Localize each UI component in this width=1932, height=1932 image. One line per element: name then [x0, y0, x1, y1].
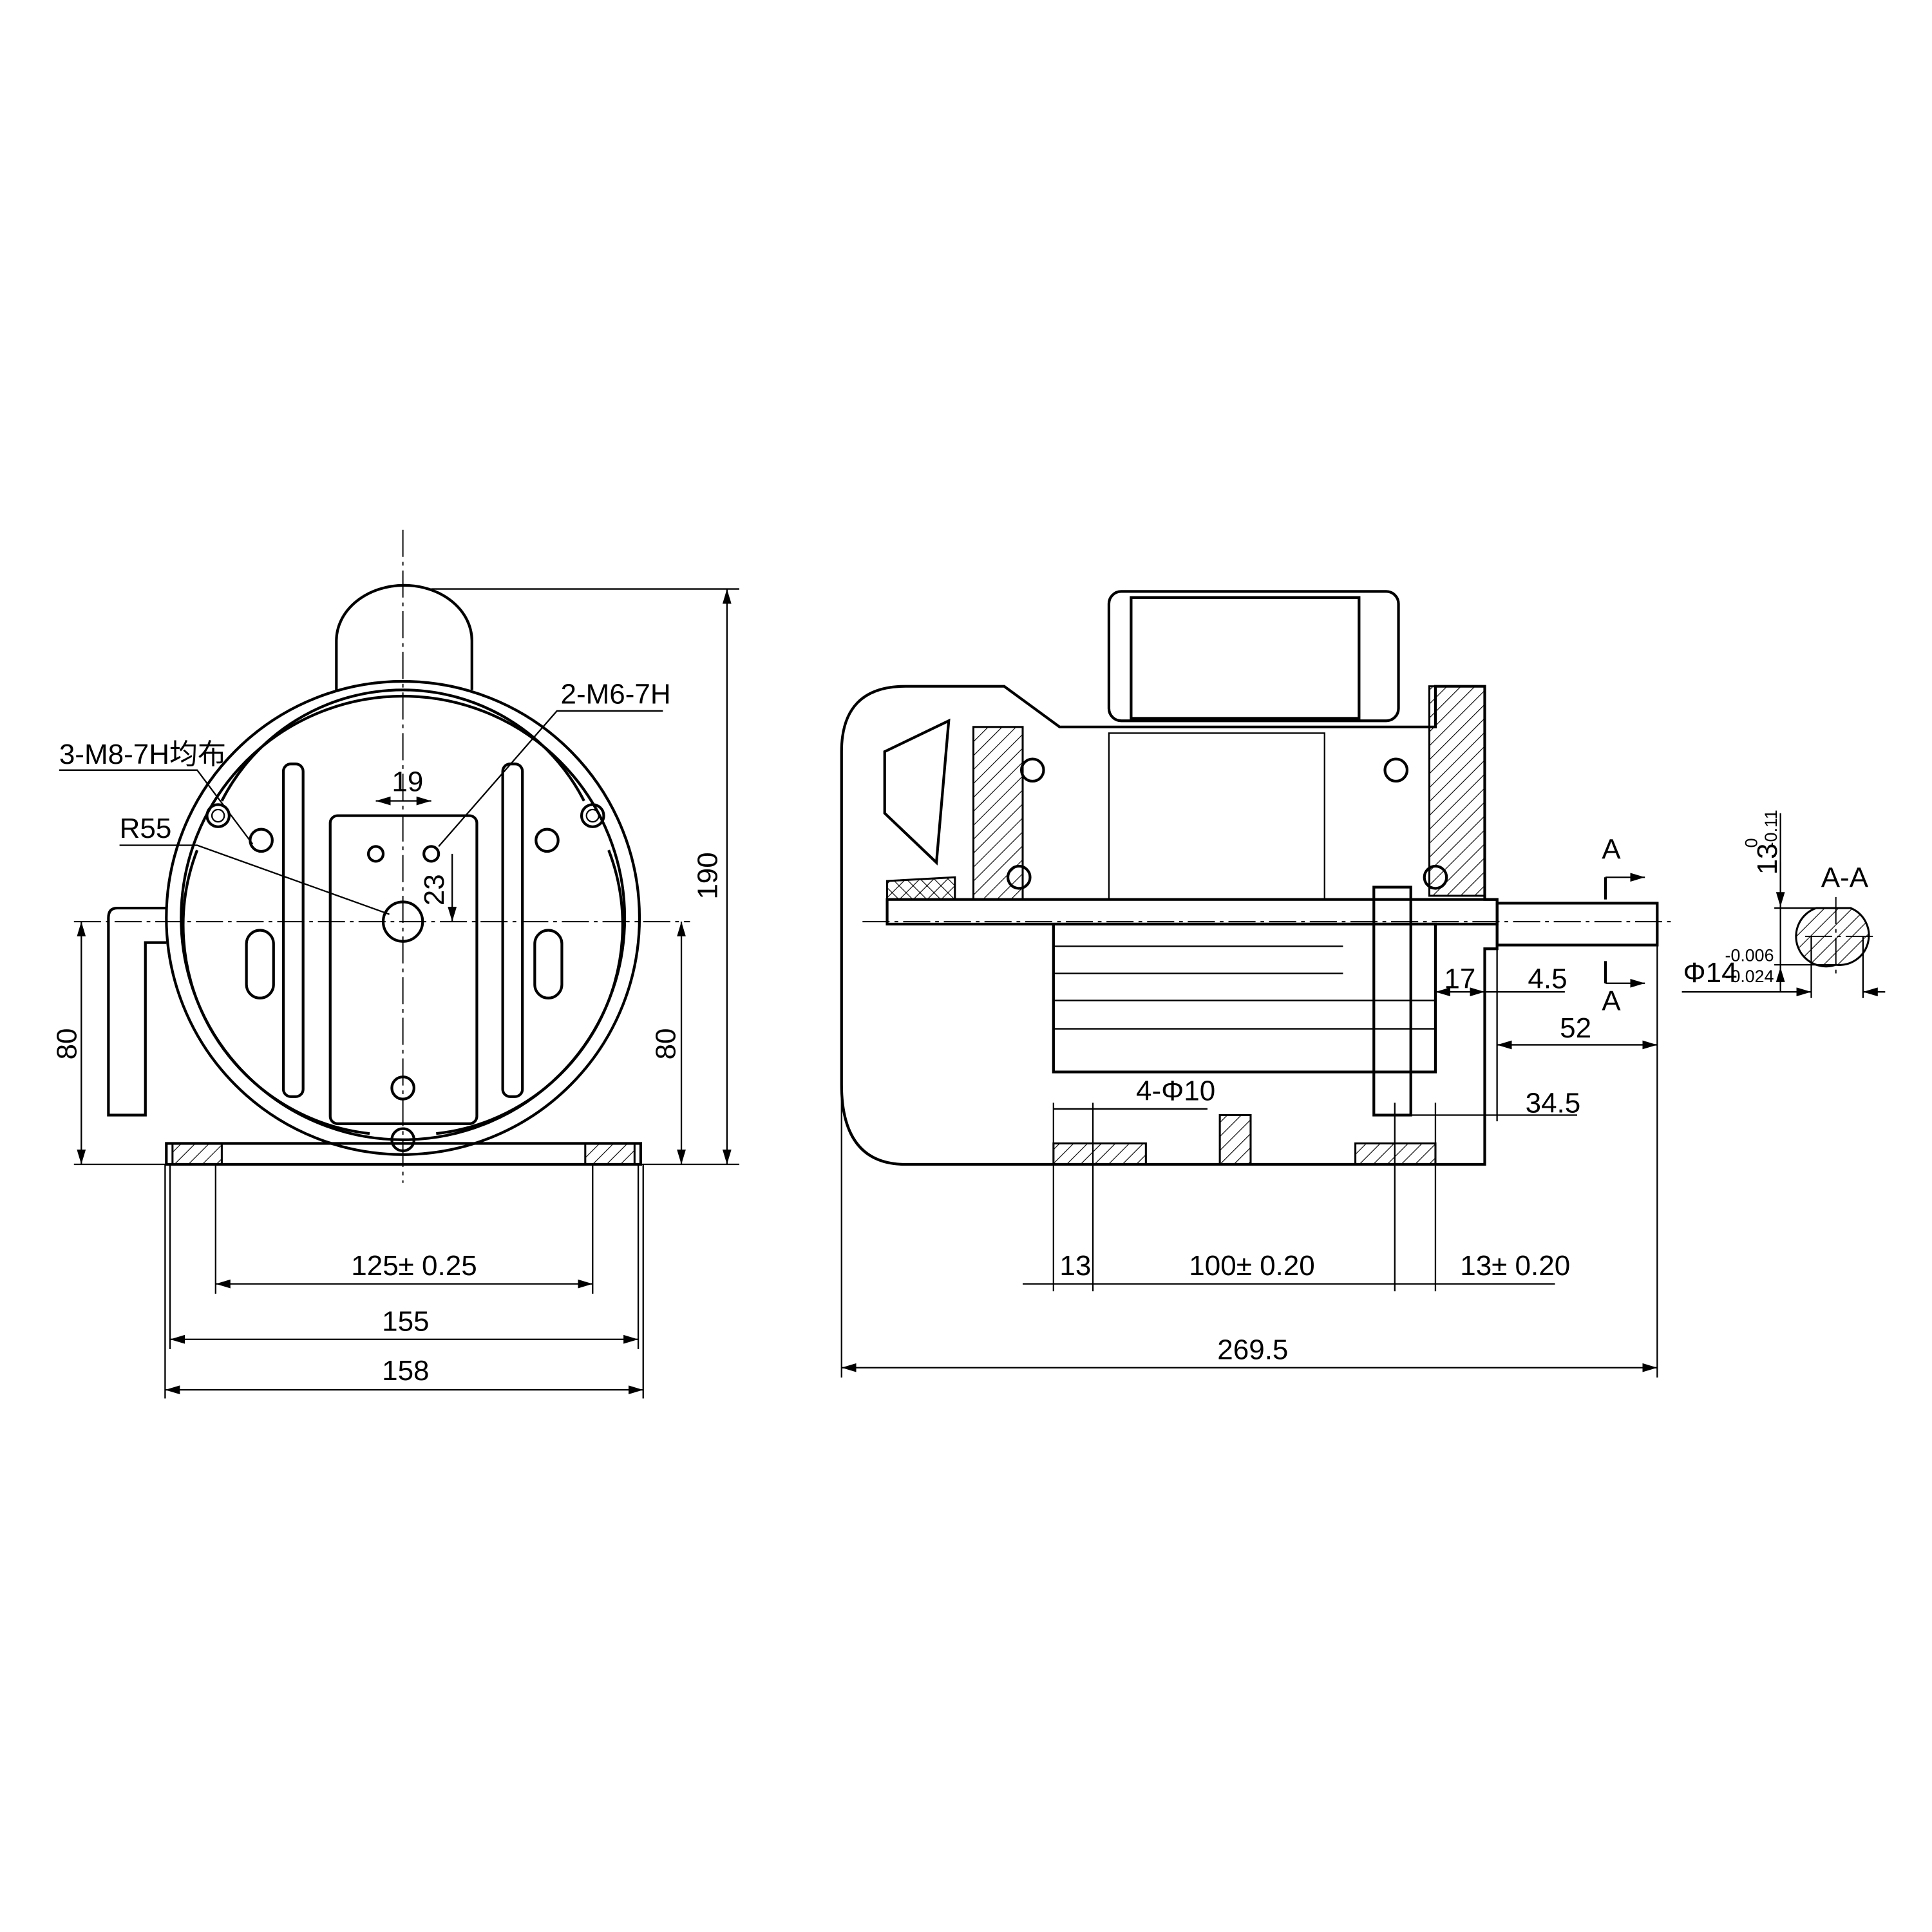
diameter-dim: Φ14 — [1683, 957, 1738, 989]
label-radius: R55 — [120, 813, 172, 844]
section-mark-top: A — [1602, 834, 1621, 866]
label-m8-holes: 3-M8-7H均布 — [59, 739, 226, 770]
flat-dim: 13 — [1752, 843, 1783, 875]
dim-17: 17 — [1444, 963, 1475, 994]
dim-4-5: 4.5 — [1528, 963, 1567, 994]
dim-overall-length: 269.5 — [1217, 1334, 1288, 1365]
flat-lower-tol: -0.11 — [1761, 810, 1781, 848]
label-foot-holes: 4-Φ10 — [1136, 1075, 1215, 1107]
dim-34-5: 34.5 — [1526, 1088, 1581, 1119]
dim-52: 52 — [1560, 1012, 1591, 1044]
dim-shaft-height-right: 80 — [650, 1028, 681, 1059]
section-a-a — [1681, 813, 1886, 998]
flat-upper-tol: 0 — [1741, 838, 1761, 848]
dim-shaft-height-left: 80 — [52, 1028, 83, 1059]
dim-height: 190 — [692, 852, 724, 899]
dim-foot-holes: 125± 0.25 — [351, 1250, 477, 1282]
dia-upper-tol: -0.006 — [1725, 945, 1774, 965]
dim-hole-spacing: 19 — [392, 766, 423, 797]
dim-overall-width: 158 — [382, 1355, 429, 1387]
dia-lower-tol: -0.024 — [1725, 967, 1774, 986]
dim-13-tol: 13± 0.20 — [1460, 1250, 1570, 1282]
dim-100: 100± 0.20 — [1189, 1250, 1314, 1282]
front-view — [59, 529, 739, 1399]
section-title: A-A — [1821, 862, 1869, 894]
dim-hole-offset: 23 — [419, 874, 450, 905]
section-mark-bottom: A — [1602, 985, 1621, 1017]
dim-foot-width: 155 — [382, 1305, 429, 1337]
label-m6-holes: 2-M6-7H — [561, 678, 671, 710]
dim-13: 13 — [1059, 1250, 1091, 1282]
side-view — [840, 590, 1676, 1378]
